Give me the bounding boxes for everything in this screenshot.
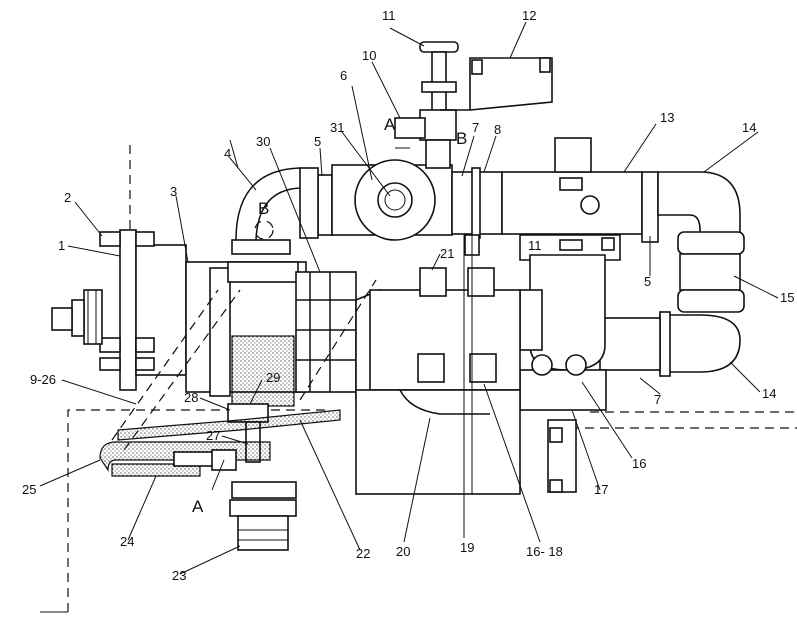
callout-2: 2 (64, 190, 71, 205)
callout-27: 27 (206, 428, 220, 443)
callout-14b: 14 (762, 386, 776, 401)
callout-11a: 11 (382, 8, 396, 23)
callout-8: 8 (494, 122, 501, 137)
callout-10: 10 (362, 48, 376, 63)
lower-housing (519, 254, 607, 493)
callout-22: 22 (356, 546, 370, 561)
callout-12: 12 (522, 8, 536, 23)
callout-23: 23 (172, 568, 186, 583)
callout-5b: 5 (644, 274, 651, 289)
callout-14a: 14 (742, 120, 756, 135)
drive-flange (51, 229, 187, 391)
hidden-lines (111, 220, 377, 451)
callout-21: 21 (440, 246, 454, 261)
callout-25: 25 (22, 482, 36, 497)
marker-b-left: B (258, 199, 269, 218)
callout-5a: 5 (314, 134, 321, 149)
callout-16-18: 16- 18 (526, 544, 563, 559)
leader-lines (39, 21, 779, 575)
callout-20: 20 (396, 544, 410, 559)
callout-4: 4 (224, 146, 231, 161)
callout-28: 28 (184, 390, 198, 405)
callout-9-26: 9-26 (30, 372, 56, 387)
callout-11b: 11 (528, 238, 542, 253)
callout-17: 17 (594, 482, 608, 497)
marker-a-bottom: A (192, 497, 204, 516)
callout-19: 19 (460, 540, 474, 555)
callout-29: 29 (266, 370, 280, 385)
callout-3: 3 (170, 184, 177, 199)
callout-labels: 1 2 3 4 5 5 6 7 7 8 9-26 10 11 11 12 13 … (22, 8, 794, 583)
callout-15: 15 (780, 290, 794, 305)
callout-13: 13 (660, 110, 674, 125)
view-markers: A A B B (192, 115, 467, 516)
callout-7a: 7 (472, 120, 479, 135)
callout-16: 16 (632, 456, 646, 471)
drain-piping (99, 403, 341, 551)
top-valve (394, 41, 553, 169)
callout-30: 30 (256, 134, 270, 149)
callout-24: 24 (120, 534, 134, 549)
marker-b-top: B (456, 129, 467, 148)
valve-block (299, 137, 659, 261)
callout-7b: 7 (654, 392, 661, 407)
callout-1: 1 (58, 238, 65, 253)
callout-31: 31 (330, 120, 344, 135)
discharge-piping (599, 171, 745, 377)
base-block (355, 234, 521, 495)
pump-body (185, 167, 381, 407)
marker-a-top: A (384, 115, 396, 134)
callout-6: 6 (340, 68, 347, 83)
